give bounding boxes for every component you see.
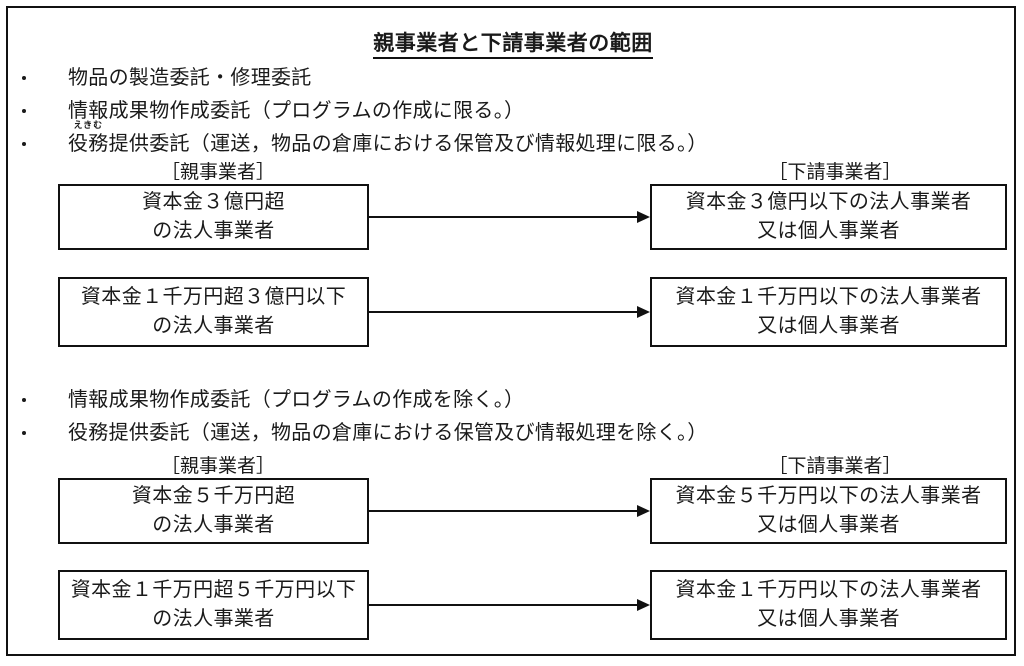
bullet-item-manufacturing: 物品の製造委託・修理委託 bbox=[22, 68, 312, 88]
flow-arrow-1 bbox=[369, 211, 650, 223]
ruby-base-text: 役務 bbox=[68, 133, 109, 155]
arrow-head-icon bbox=[637, 211, 650, 223]
bullet-dot-icon bbox=[22, 109, 26, 113]
box-line-1: 資本金１千万円以下の法人事業者 bbox=[675, 579, 982, 601]
bullet-item-label: えきむ 役務 提供委託（運送，物品の倉庫における保管及び情報処理に限る。） bbox=[68, 121, 708, 155]
column-header-label: ［下請事業者］ bbox=[768, 162, 902, 183]
bullet-item-label: 役務提供委託（運送，物品の倉庫における保管及び情報処理を除く。） bbox=[68, 422, 708, 444]
bullet-item-services-limited: えきむ 役務 提供委託（運送，物品の倉庫における保管及び情報処理に限る。） bbox=[22, 121, 708, 155]
box-line-1: 資本金１千万円超５千万円以下 bbox=[70, 579, 357, 601]
bullet-item-services-excluded: 役務提供委託（運送，物品の倉庫における保管及び情報処理を除く。） bbox=[22, 423, 708, 443]
ruby-furigana: えきむ bbox=[73, 120, 104, 130]
box-line-1: 資本金５千万円超 bbox=[131, 485, 296, 507]
box-line-2: 又は個人事業者 bbox=[757, 220, 900, 242]
column-header-prime-contractor-2: ［親事業者］ bbox=[148, 457, 288, 476]
column-header-prime-contractor: ［親事業者］ bbox=[148, 163, 288, 182]
arrow-shaft bbox=[369, 604, 637, 606]
box-line-2: の法人事業者 bbox=[152, 514, 275, 536]
column-header-subcontractor-2: ［下請事業者］ bbox=[760, 457, 910, 476]
box-line-2: の法人事業者 bbox=[152, 220, 275, 242]
bullet-dot-icon bbox=[22, 76, 26, 80]
box-line-1: 資本金５千万円以下の法人事業者 bbox=[675, 485, 982, 507]
box-line-1: 資本金３億円以下の法人事業者 bbox=[685, 191, 972, 213]
box-line-2: 又は個人事業者 bbox=[757, 514, 900, 536]
subcontractor-box-3: 資本金５千万円以下の法人事業者 又は個人事業者 bbox=[650, 478, 1007, 544]
column-header-subcontractor: ［下請事業者］ bbox=[760, 163, 910, 182]
page-title: 親事業者と下請事業者の範囲 bbox=[8, 31, 1018, 60]
subcontractor-box-2: 資本金１千万円以下の法人事業者 又は個人事業者 bbox=[650, 277, 1007, 347]
bullet-item-label: 情報成果物作成委託（プログラムの作成を除く。） bbox=[68, 389, 525, 411]
arrow-shaft bbox=[369, 311, 637, 313]
prime-contractor-box-1: 資本金３億円超 の法人事業者 bbox=[58, 184, 369, 250]
subcontractor-box-1: 資本金３億円以下の法人事業者 又は個人事業者 bbox=[650, 184, 1007, 250]
prime-contractor-box-4: 資本金１千万円超５千万円以下 の法人事業者 bbox=[58, 570, 369, 640]
arrow-shaft bbox=[369, 510, 637, 512]
prime-contractor-box-2: 資本金１千万円超３億円以下 の法人事業者 bbox=[58, 277, 369, 347]
box-line-2: 又は個人事業者 bbox=[757, 315, 900, 337]
document-frame: 親事業者と下請事業者の範囲 物品の製造委託・修理委託 情報成果物作成委託（プログ… bbox=[6, 6, 1016, 656]
box-line-2: の法人事業者 bbox=[152, 315, 275, 337]
subcontractor-box-4: 資本金１千万円以下の法人事業者 又は個人事業者 bbox=[650, 570, 1007, 640]
arrow-shaft bbox=[369, 216, 637, 218]
flow-arrow-3 bbox=[369, 505, 650, 517]
box-line-1: 資本金１千万円以下の法人事業者 bbox=[675, 286, 982, 308]
bullet-dot-icon bbox=[22, 431, 26, 435]
bullet-item-label-rest: 提供委託（運送，物品の倉庫における保管及び情報処理に限る。） bbox=[108, 133, 708, 155]
box-line-1: 資本金３億円超 bbox=[142, 191, 285, 213]
bullet-dot-icon bbox=[22, 398, 26, 402]
box-line-2: 又は個人事業者 bbox=[757, 608, 900, 630]
arrow-head-icon bbox=[637, 306, 650, 318]
page-title-text: 親事業者と下請事業者の範囲 bbox=[373, 31, 653, 60]
flow-arrow-2 bbox=[369, 306, 650, 318]
prime-contractor-box-3: 資本金５千万円超 の法人事業者 bbox=[58, 478, 369, 544]
column-header-label: ［下請事業者］ bbox=[768, 456, 902, 477]
column-header-label: ［親事業者］ bbox=[160, 456, 275, 477]
bullet-item-information-limited: 情報成果物作成委託（プログラムの作成に限る。） bbox=[22, 101, 524, 121]
arrow-head-icon bbox=[637, 505, 650, 517]
box-line-1: 資本金１千万円超３億円以下 bbox=[80, 286, 347, 308]
bullet-item-label: 物品の製造委託・修理委託 bbox=[68, 67, 312, 89]
bullet-item-information-excluded: 情報成果物作成委託（プログラムの作成を除く。） bbox=[22, 390, 524, 410]
arrow-head-icon bbox=[637, 599, 650, 611]
bullet-item-label: 情報成果物作成委託（プログラムの作成に限る。） bbox=[68, 100, 525, 122]
column-header-label: ［親事業者］ bbox=[160, 162, 275, 183]
ruby-annotated-term: えきむ 役務 bbox=[68, 121, 109, 155]
bullet-dot-icon bbox=[22, 142, 26, 146]
box-line-2: の法人事業者 bbox=[152, 608, 275, 630]
flow-arrow-4 bbox=[369, 599, 650, 611]
